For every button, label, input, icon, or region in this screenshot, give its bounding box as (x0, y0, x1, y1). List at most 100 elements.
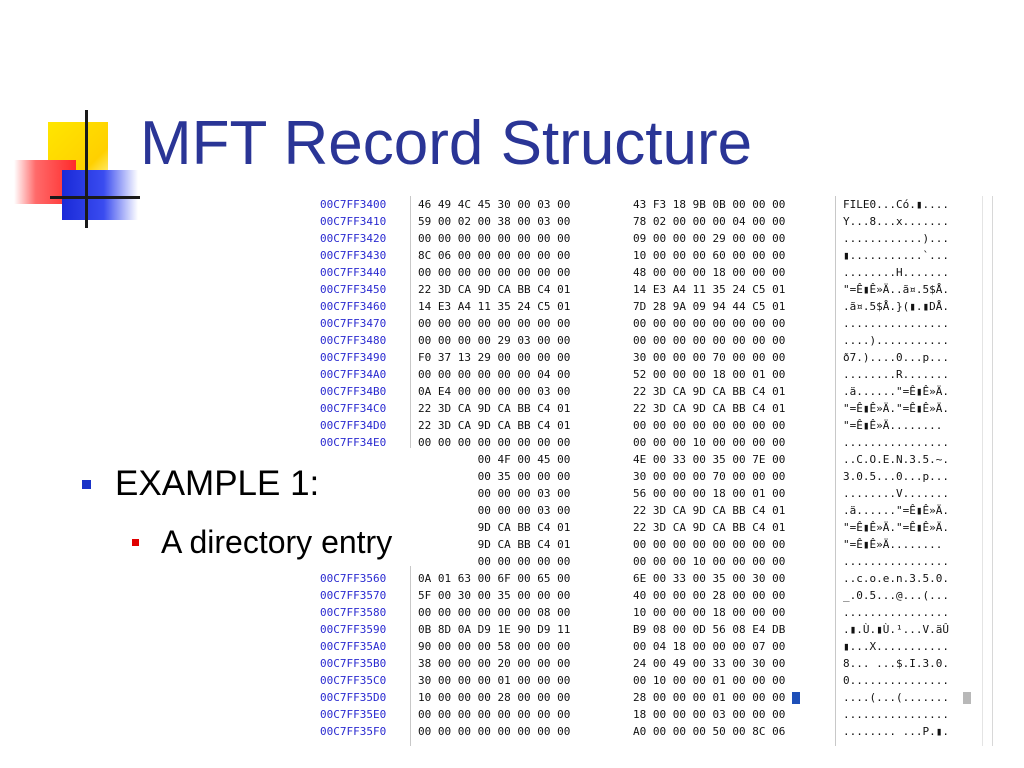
hex-bytes-left: 22 3D CA 9D CA BB C4 01 (418, 402, 571, 415)
hex-ascii: ....(...(....... (843, 691, 949, 704)
hex-bytes-left: 00 00 00 00 00 00 00 00 (418, 436, 571, 449)
hex-bytes-right: 00 00 00 00 00 00 00 00 (633, 317, 786, 330)
hex-ascii: ................ (843, 555, 949, 568)
hex-ascii: ........V....... (843, 487, 949, 500)
hex-bytes-right: 10 00 00 00 60 00 00 00 (633, 249, 786, 262)
hex-row: 00C7FF3570 5F 00 30 00 35 00 00 00 40 00 0… (316, 587, 992, 604)
hex-row: 00C7FF3560 0A 01 63 00 6F 00 65 00 6E 00 3… (316, 570, 992, 587)
hex-bytes-left: 00 00 00 00 00 00 00 00 (418, 232, 571, 245)
hex-bytes-right: 6E 00 33 00 35 00 30 00 (633, 572, 786, 585)
hex-bytes-right: 00 00 00 10 00 00 00 00 (633, 436, 786, 449)
hex-offset: 00C7FF34E0 (320, 436, 387, 449)
slide-title: MFT Record Structure (140, 109, 753, 178)
hex-bytes-right: 48 00 00 00 18 00 00 00 (633, 266, 786, 279)
hex-bytes-right: B9 08 00 0D 56 08 E4 DB (633, 623, 786, 636)
cursor-selection-ascii (963, 692, 971, 704)
hex-bytes-right: 52 00 00 00 18 00 01 00 (633, 368, 786, 381)
hex-bytes-right: 14 E3 A4 11 35 24 C5 01 (633, 283, 786, 296)
hex-bytes-right: 10 00 00 00 18 00 00 00 (633, 606, 786, 619)
bullet-level1-text: EXAMPLE 1: (115, 464, 320, 503)
hex-offset: 00C7FF3560 (320, 572, 387, 585)
hex-bytes-right: 09 00 00 00 29 00 00 00 (633, 232, 786, 245)
hex-ascii: ........R....... (843, 368, 949, 381)
hex-bytes-right: 28 00 00 00 01 00 00 00 (633, 691, 786, 704)
hex-bytes-left: 30 00 00 00 01 00 00 00 (418, 674, 571, 687)
hex-bytes-right: 22 3D CA 9D CA BB C4 01 (633, 504, 786, 517)
hex-bytes-left: 14 E3 A4 11 35 24 C5 01 (418, 300, 571, 313)
hex-bytes-left: 00 00 00 00 00 00 00 00 (418, 266, 571, 279)
hex-row: 00C7FF34A0 00 00 00 00 00 00 04 00 52 00 0… (316, 366, 992, 383)
hex-offset: 00C7FF3430 (320, 249, 387, 262)
hex-ascii: .ä......"=Ê▮Ê»Ä. (843, 504, 949, 517)
hex-offset: 00C7FF34D0 (320, 419, 387, 432)
hex-ascii: ................ (843, 317, 949, 330)
hex-ascii: ▮...X........... (843, 640, 949, 653)
hex-bytes-left: 0A 01 63 00 6F 00 65 00 (418, 572, 571, 585)
hex-offset: 00C7FF35E0 (320, 708, 387, 721)
hex-bytes-left: 59 00 02 00 38 00 03 00 (418, 215, 571, 228)
hex-offset: 00C7FF3470 (320, 317, 387, 330)
hex-offset: 00C7FF3580 (320, 606, 387, 619)
hex-bytes-left: 22 3D CA 9D CA BB C4 01 (418, 419, 571, 432)
hex-offset: 00C7FF3410 (320, 215, 387, 228)
hex-bytes-left: 0B 8D 0A D9 1E 90 D9 11 (418, 623, 571, 636)
hex-ascii: ........H....... (843, 266, 949, 279)
hex-offset: 00C7FF35D0 (320, 691, 387, 704)
hex-row: 00C7FF3470 00 00 00 00 00 00 00 00 00 00 0… (316, 315, 992, 332)
hex-bytes-left: 5F 00 30 00 35 00 00 00 (418, 589, 571, 602)
hex-bytes-right: 18 00 00 00 03 00 00 00 (633, 708, 786, 721)
hex-bytes-left: 8C 06 00 00 00 00 00 00 (418, 249, 571, 262)
hex-ascii: ................ (843, 606, 949, 619)
hex-bytes-right: 30 00 00 00 70 00 00 00 (633, 470, 786, 483)
hex-offset: 00C7FF34A0 (320, 368, 387, 381)
bullet-level2-text: A directory entry (161, 524, 393, 560)
hex-ascii: 8... ...$.I.3.0. (843, 657, 949, 670)
cursor-selection-hex (792, 692, 800, 704)
hex-bytes-left: 46 49 4C 45 30 00 03 00 (418, 198, 571, 211)
hex-bytes-left: F0 37 13 29 00 00 00 00 (418, 351, 571, 364)
hex-bytes-right: 40 00 00 00 28 00 00 00 (633, 589, 786, 602)
hex-ascii: "=Ê▮Ê»Ä........ (843, 419, 943, 432)
hex-bytes-left: 00 00 00 00 00 00 08 00 (418, 606, 571, 619)
decor-blue-square (62, 170, 138, 220)
hex-bytes-right: 56 00 00 00 18 00 01 00 (633, 487, 786, 500)
hex-ascii: ................ (843, 708, 949, 721)
ascii-divider (835, 196, 836, 746)
hex-ascii: 0............... (843, 674, 949, 687)
hex-ascii: 3.0.5...0...p... (843, 470, 949, 483)
bullet-level2: A directory entry (132, 524, 392, 561)
hex-bytes-right: 24 00 49 00 33 00 30 00 (633, 657, 786, 670)
bullet-box: EXAMPLE 1: A directory entry (60, 448, 474, 566)
hex-row: 00C7FF35E0 00 00 00 00 00 00 00 00 18 00 0… (316, 706, 992, 723)
hex-offset: 00C7FF35C0 (320, 674, 387, 687)
hex-offset: 00C7FF35B0 (320, 657, 387, 670)
square-bullet-icon (132, 539, 139, 546)
hex-ascii: FILE0...Có.▮.... (843, 198, 949, 211)
hex-ascii: .▮.Ù.▮Ù.¹...V.äÛ (843, 623, 949, 636)
hex-bytes-right: A0 00 00 00 50 00 8C 06 (633, 725, 786, 738)
hex-ascii: ð7.)....0...p... (843, 351, 949, 364)
hex-ascii: ....)........... (843, 334, 949, 347)
hex-bytes-left: 00 00 00 00 00 00 00 00 (418, 708, 571, 721)
hex-ascii: ..c.o.e.n.3.5.0. (843, 572, 949, 585)
bullet-level1: EXAMPLE 1: (82, 464, 319, 504)
hex-offset: 00C7FF3460 (320, 300, 387, 313)
hex-ascii: Y...8...x....... (843, 215, 949, 228)
hex-offset: 00C7FF35F0 (320, 725, 387, 738)
hex-bytes-right: 22 3D CA 9D CA BB C4 01 (633, 385, 786, 398)
hex-bytes-left: 00 00 00 00 00 00 00 00 (418, 317, 571, 330)
hex-offset: 00C7FF3480 (320, 334, 387, 347)
hex-bytes-left: 00 00 00 00 00 00 04 00 (418, 368, 571, 381)
hex-ascii: "=Ê▮Ê»Ä..ã¤.5$Å. (843, 283, 949, 296)
decor-vertical-line (85, 110, 88, 228)
hex-row: 00C7FF3580 00 00 00 00 00 00 08 00 10 00 0… (316, 604, 992, 621)
hex-offset: 00C7FF3570 (320, 589, 387, 602)
